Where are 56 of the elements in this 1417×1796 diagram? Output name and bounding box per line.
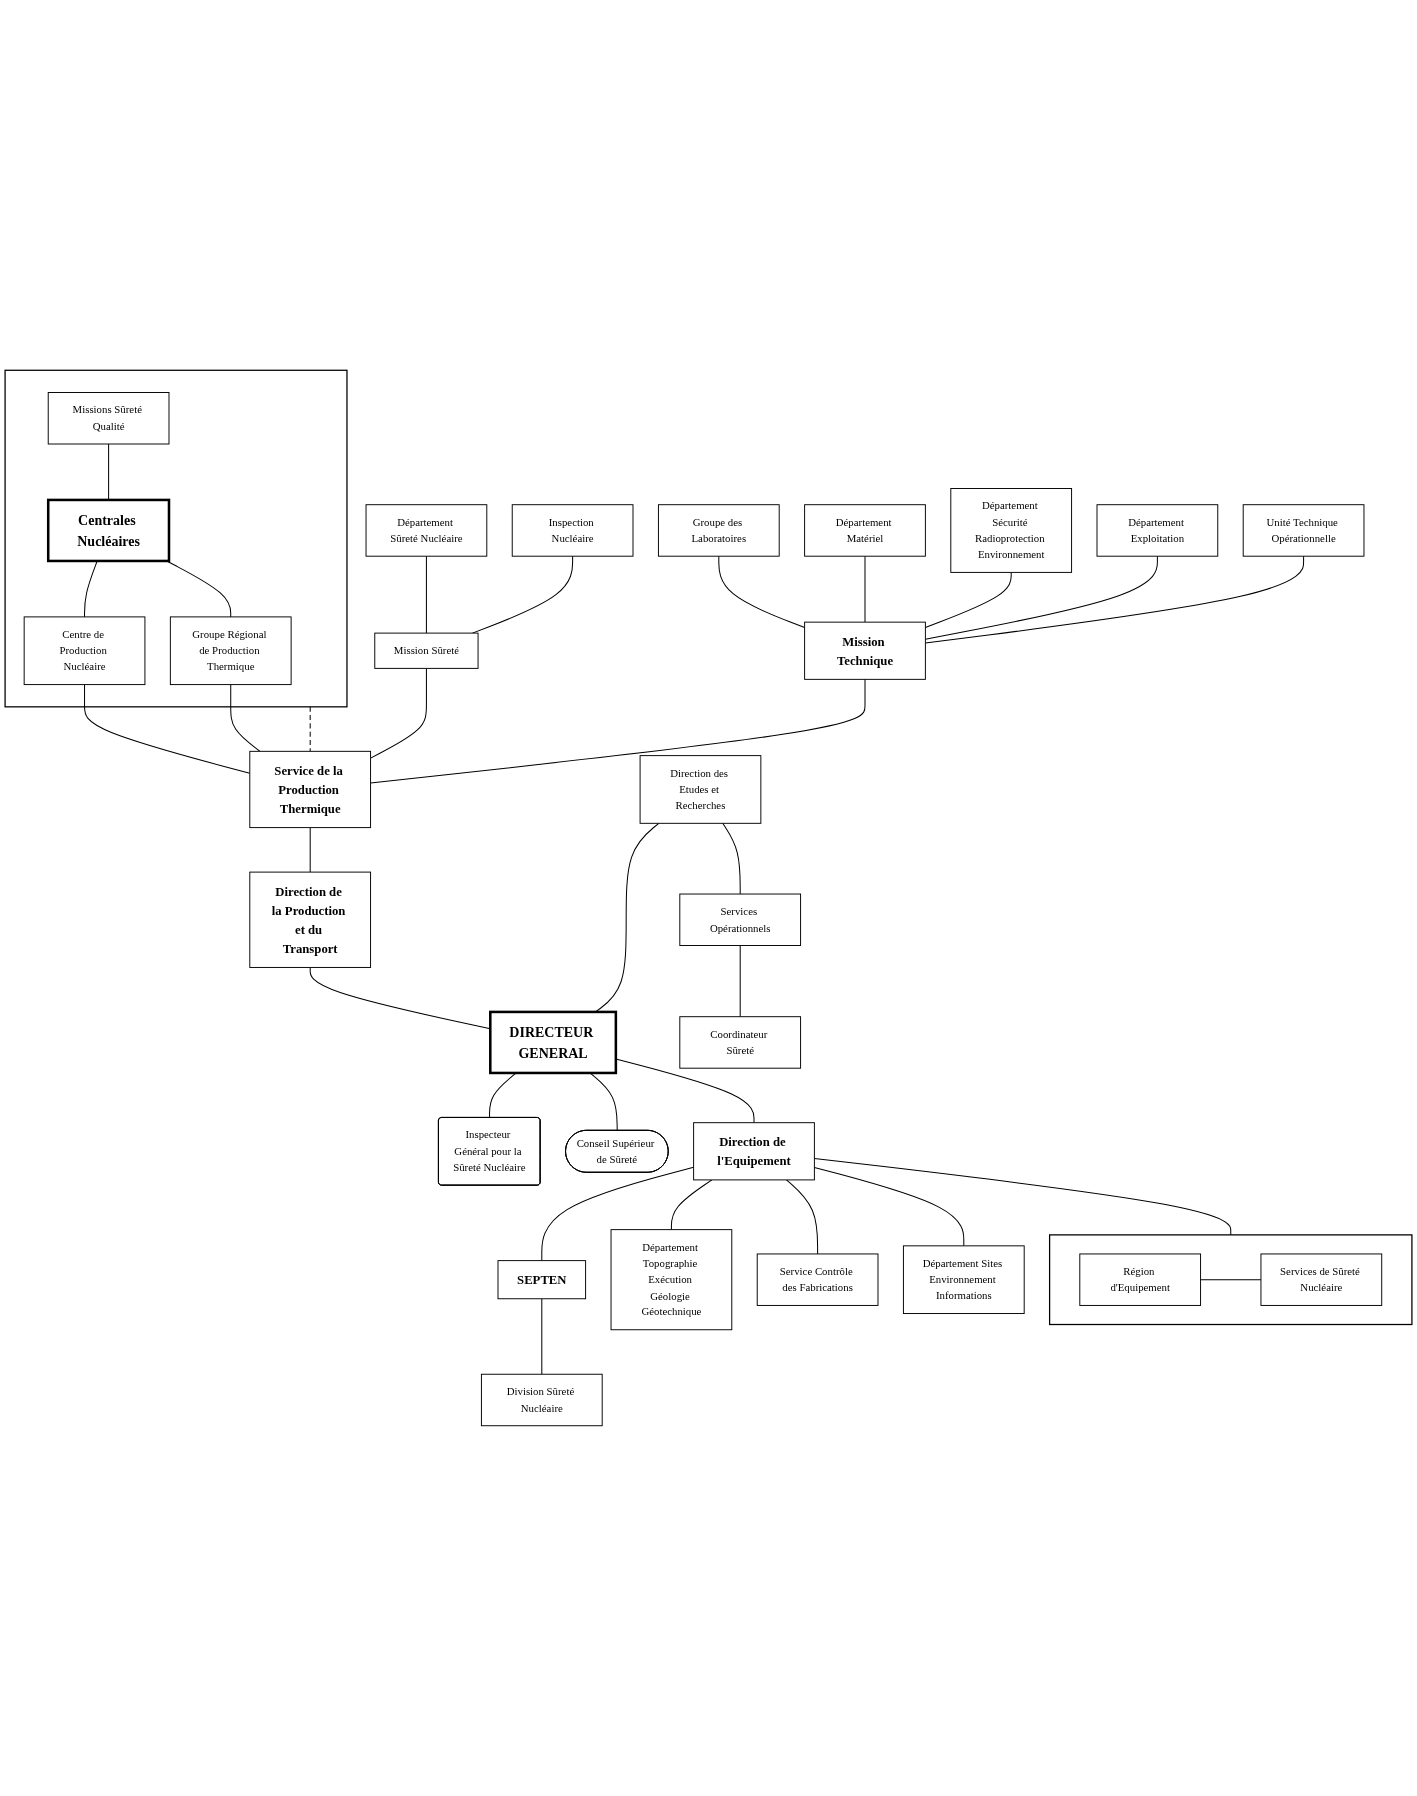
connector xyxy=(615,1058,755,1124)
connector xyxy=(541,1298,543,1375)
node-box: DIRECTEUR GENERAL xyxy=(489,1010,618,1075)
node-box: Département Exploitation xyxy=(1096,504,1219,557)
connector xyxy=(924,555,1305,644)
connector xyxy=(813,1157,1232,1236)
connector xyxy=(541,1166,695,1262)
connector xyxy=(84,684,251,774)
node-box: Département Sites Environnement Informations xyxy=(902,1245,1025,1314)
connector xyxy=(864,555,866,623)
node-box: Services Opérationnels xyxy=(679,893,802,946)
connector xyxy=(166,560,232,618)
node-box: Service de la Production Thermique xyxy=(249,750,372,829)
node-box: Département Sûreté Nucléaire xyxy=(365,504,488,557)
node-box: Unité Technique Opérationnelle xyxy=(1242,504,1365,557)
node-box: SEPTEN xyxy=(497,1260,587,1300)
node-box: Mission Technique xyxy=(804,621,926,680)
connector xyxy=(370,678,866,784)
connector xyxy=(722,822,741,895)
connector xyxy=(589,1072,618,1132)
connector xyxy=(489,1072,517,1119)
connector xyxy=(813,1166,965,1247)
node-box: Division Sûreté Nucléaire xyxy=(480,1373,603,1427)
connector xyxy=(739,945,741,1018)
node-box: Département Sécurité Radioprotection Environnement xyxy=(950,488,1073,573)
connector xyxy=(670,1179,713,1231)
connector xyxy=(924,555,1158,640)
node-box: Inspection Nucléaire xyxy=(511,504,634,557)
cluster xyxy=(4,369,348,708)
node-box: Groupe Régional de Production Thermique xyxy=(169,616,292,686)
connector xyxy=(1200,1279,1262,1281)
connector xyxy=(370,667,427,759)
connector xyxy=(309,966,491,1030)
connector xyxy=(785,1179,819,1255)
node-box: Direction de l'Equipement xyxy=(693,1122,815,1181)
node-box: Groupe des Laboratoires xyxy=(657,504,780,557)
node-box: Service Contrôle des Fabrications xyxy=(756,1253,879,1306)
node-box: Centrales Nucléaires xyxy=(46,498,171,563)
node-box: Direction de la Production et du Transport xyxy=(249,871,372,968)
connector xyxy=(84,560,98,618)
connector xyxy=(718,555,806,629)
node-box: Centre de Production Nucléaire xyxy=(23,616,146,686)
connector xyxy=(309,827,311,873)
connector xyxy=(230,684,261,752)
node-box: Mission Sûreté xyxy=(374,632,479,669)
node-box: Département Topographie Exécution Géologie Géotechnique xyxy=(610,1229,733,1331)
node-box: Services de Sûreté Nucléaire xyxy=(1260,1253,1383,1306)
node-box: Coordinateur Sûreté xyxy=(679,1016,802,1069)
connector xyxy=(924,571,1012,629)
connector xyxy=(309,706,311,752)
node-box: Missions Sûreté Qualité xyxy=(47,392,170,445)
connector xyxy=(425,555,427,634)
cluster xyxy=(1048,1234,1413,1326)
node-box: Direction des Etudes et Recherches xyxy=(639,755,762,824)
node-box: Département Matériel xyxy=(804,504,926,557)
node-box: Région d'Equipement xyxy=(1079,1253,1202,1306)
